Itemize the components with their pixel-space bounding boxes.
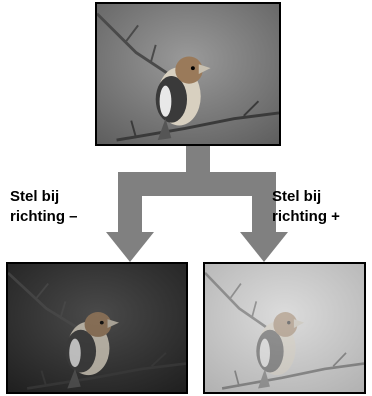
bird-photo-dark: [8, 264, 186, 392]
label-direction-minus: Stel bij richting –: [10, 187, 78, 227]
bird-photo-normal: [97, 4, 279, 144]
photo-original: [95, 2, 281, 146]
label-direction-minus-text: Stel bij richting –: [10, 188, 78, 225]
arrow-left-shaft: [118, 172, 142, 234]
photo-darker: [6, 262, 188, 394]
label-direction-plus-text: Stel bij richting +: [272, 188, 340, 225]
arrow-right-shaft: [252, 172, 276, 234]
arrow-crossbar: [118, 172, 276, 196]
bird-photo-light: [205, 264, 364, 392]
photo-lighter: [203, 262, 366, 394]
arrow-stem: [186, 146, 210, 176]
arrow-right-head: [240, 232, 288, 262]
label-direction-plus: Stel bij richting +: [272, 187, 340, 227]
arrow-left-head: [106, 232, 154, 262]
